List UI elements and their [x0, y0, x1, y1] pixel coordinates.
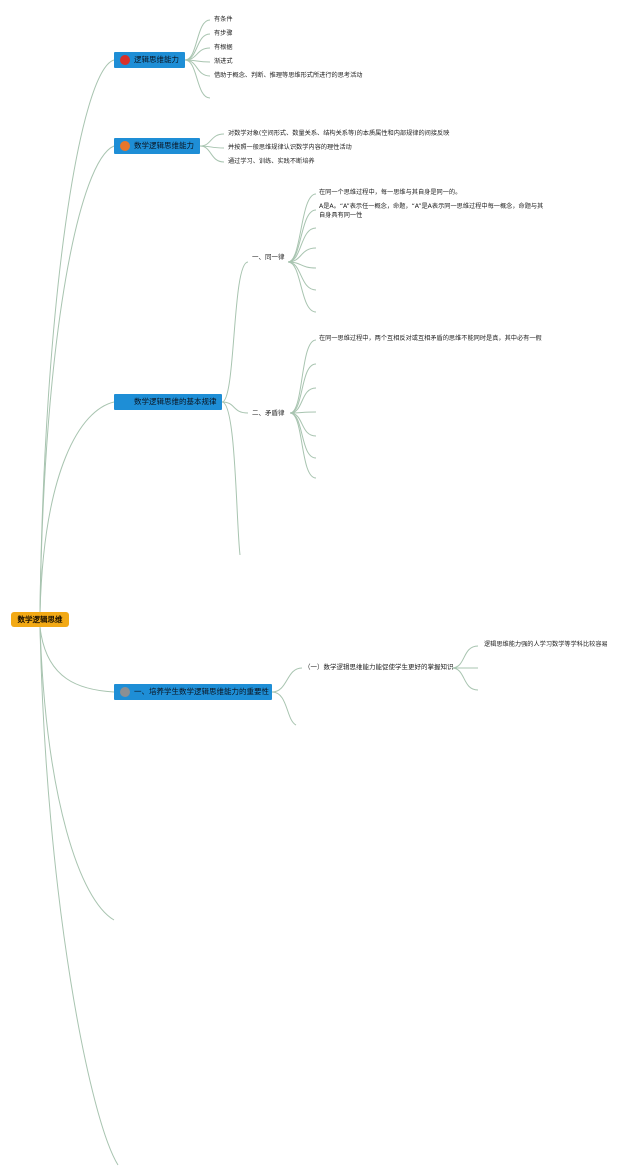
topic-importance[interactable]: 一、培养学生数学逻辑思维能力的重要性 [114, 684, 272, 700]
leaf-item[interactable]: 对数学对象(空间形式、数量关系、结构关系等)的本质属性和内部规律的间接反映 [228, 130, 450, 137]
leaf-item[interactable]: 借助于概念、判断、推理等思维形式所进行的思考活动 [214, 72, 363, 79]
leaf-item[interactable]: 在同一个思维过程中，每一思维与其自身是同一的。 [319, 189, 462, 196]
topic-logical-thinking-ability[interactable]: 逻辑思维能力 [114, 52, 185, 68]
leaf-item[interactable]: 有根据 [214, 44, 233, 51]
leaf-item[interactable]: 在同一思维过程中，两个互相反对或互相矛盾的思维不能同时是真，其中必有一假 [319, 335, 542, 342]
priority-marker-icon [120, 55, 130, 65]
leaf-item[interactable]: 通过学习、训练、实践不断培养 [228, 158, 315, 165]
subtopic-law-of-contradiction[interactable]: 二、矛盾律 [252, 409, 285, 417]
topic-math-logical-thinking-ability[interactable]: 数学逻辑思维能力 [114, 138, 200, 154]
leaf-item[interactable]: 逻辑思维能力强的人学习数学等学科比较容易 [484, 641, 608, 648]
leaf-item[interactable]: 有步骤 [214, 30, 233, 37]
topic-label: 逻辑思维能力 [134, 55, 179, 64]
subtopic-better-grasp-knowledge[interactable]: （一）数学逻辑思维能力能促使学生更好的掌握知识 [304, 663, 454, 671]
leaf-item[interactable]: 有条件 [214, 16, 233, 23]
subtopic-law-of-identity[interactable]: 一、同一律 [252, 253, 285, 261]
priority-marker-icon [120, 141, 130, 151]
priority-marker-icon [120, 687, 130, 697]
root-topic[interactable]: 数学逻辑思维 [11, 612, 69, 627]
topic-basic-laws[interactable]: 数学逻辑思维的基本规律 [114, 394, 222, 410]
topic-label: 一、培养学生数学逻辑思维能力的重要性 [134, 687, 269, 696]
leaf-item[interactable]: 并按照一般思维规律认识数学内容的理性活动 [228, 144, 352, 151]
topic-label: 数学逻辑思维能力 [134, 141, 194, 150]
topic-label: 数学逻辑思维的基本规律 [134, 397, 217, 406]
leaf-item[interactable]: A是A。“A”表示任一概念，命题，“A”是A表示同一思维过程中每一概念，命题与其… [319, 203, 544, 219]
leaf-item[interactable]: 渐进式 [214, 58, 233, 65]
